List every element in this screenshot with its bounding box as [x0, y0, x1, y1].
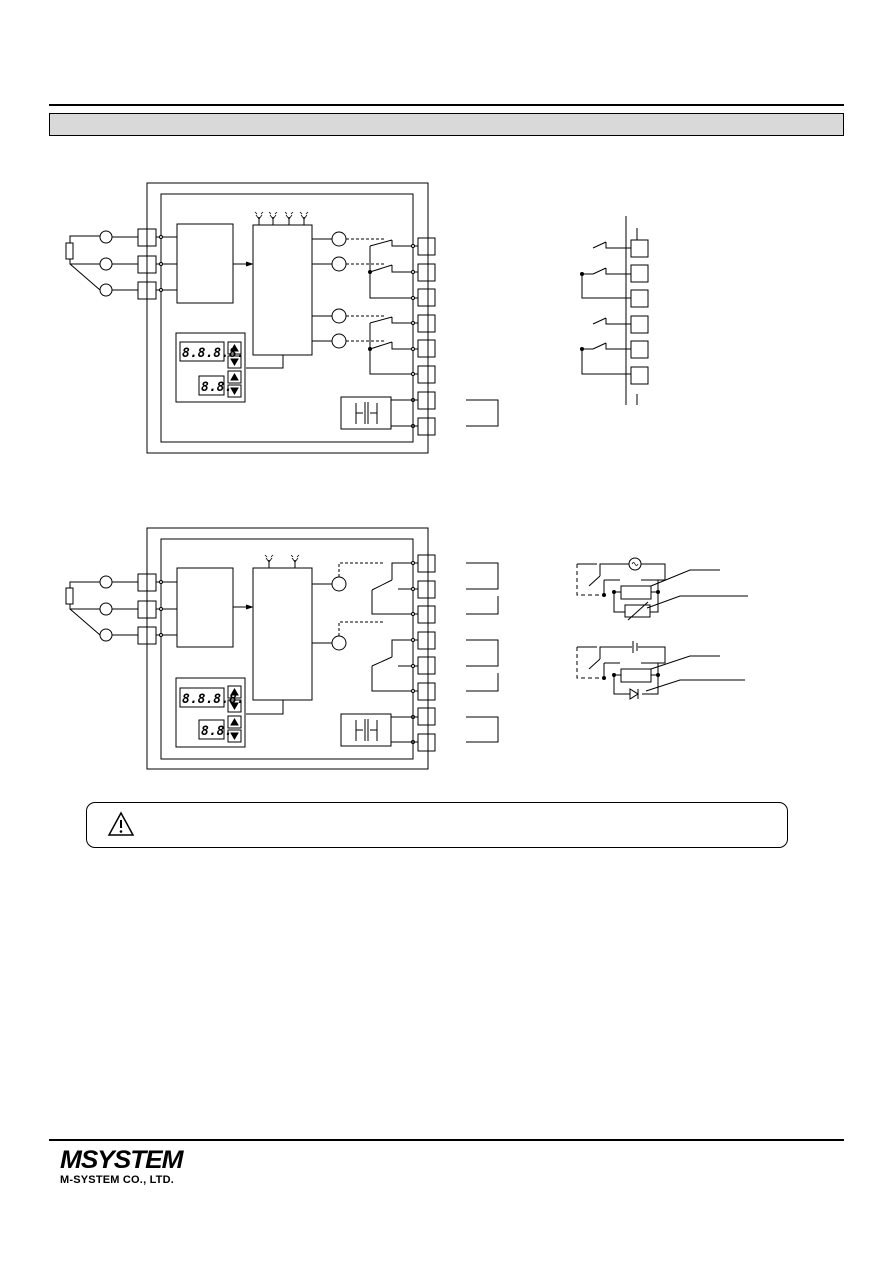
top-inner-frame — [160, 193, 414, 443]
bottom-input-converter-block — [176, 567, 234, 648]
company-logo: MSYSTEM M-SYSTEM CO., LTD. — [60, 1148, 184, 1187]
top-contact-arrangement — [580, 216, 649, 405]
top-relay-coil-2 — [331, 256, 347, 272]
top-relay-coil-3 — [331, 308, 347, 324]
bottom-display-lower-text: 8.8. — [201, 724, 232, 739]
top-outer-frame — [146, 182, 429, 454]
top-input-terminal-2 — [99, 257, 113, 271]
company-name: M-SYSTEM CO., LTD. — [60, 1174, 175, 1186]
top-display-lower-text: 8.8. — [201, 380, 232, 395]
top-display-upper — [179, 341, 225, 362]
footer-rule — [49, 1139, 844, 1141]
bottom-block-diagram: 8.8.8.8. 8.8. — [65, 527, 499, 770]
top-cpu-block — [252, 224, 313, 356]
bottom-cpu-block — [252, 567, 313, 701]
top-sensor-resistor — [65, 242, 74, 260]
caution-box — [86, 802, 788, 848]
top-relay-coil-1 — [331, 231, 347, 247]
section-title-bar — [49, 113, 844, 136]
bottom-protection-circuits — [576, 557, 748, 700]
top-display-upper-text: 8.8.8.8. — [182, 346, 245, 361]
warning-triangle-icon — [107, 811, 135, 836]
top-output-terminals — [411, 237, 436, 436]
top-input-terminal-3 — [99, 283, 113, 297]
top-input-terminal-1 — [99, 230, 113, 244]
bottom-display-upper-text: 8.8.8.8. — [182, 692, 245, 707]
top-status-leds — [254, 211, 309, 225]
top-display-lower — [198, 375, 225, 396]
top-up-button-icon — [230, 344, 239, 352]
header-rule — [49, 104, 844, 106]
top-input-converter-block — [176, 223, 234, 304]
top-front-panel — [175, 332, 246, 403]
top-down-button-icon — [230, 358, 239, 366]
top-power-transformer — [340, 396, 392, 430]
top-block-diagram: 8.8.8.8. 8.8. — [65, 182, 499, 454]
top-relay-coil-4 — [331, 333, 347, 349]
logo-wordmark: MSYSTEM — [60, 1146, 184, 1174]
